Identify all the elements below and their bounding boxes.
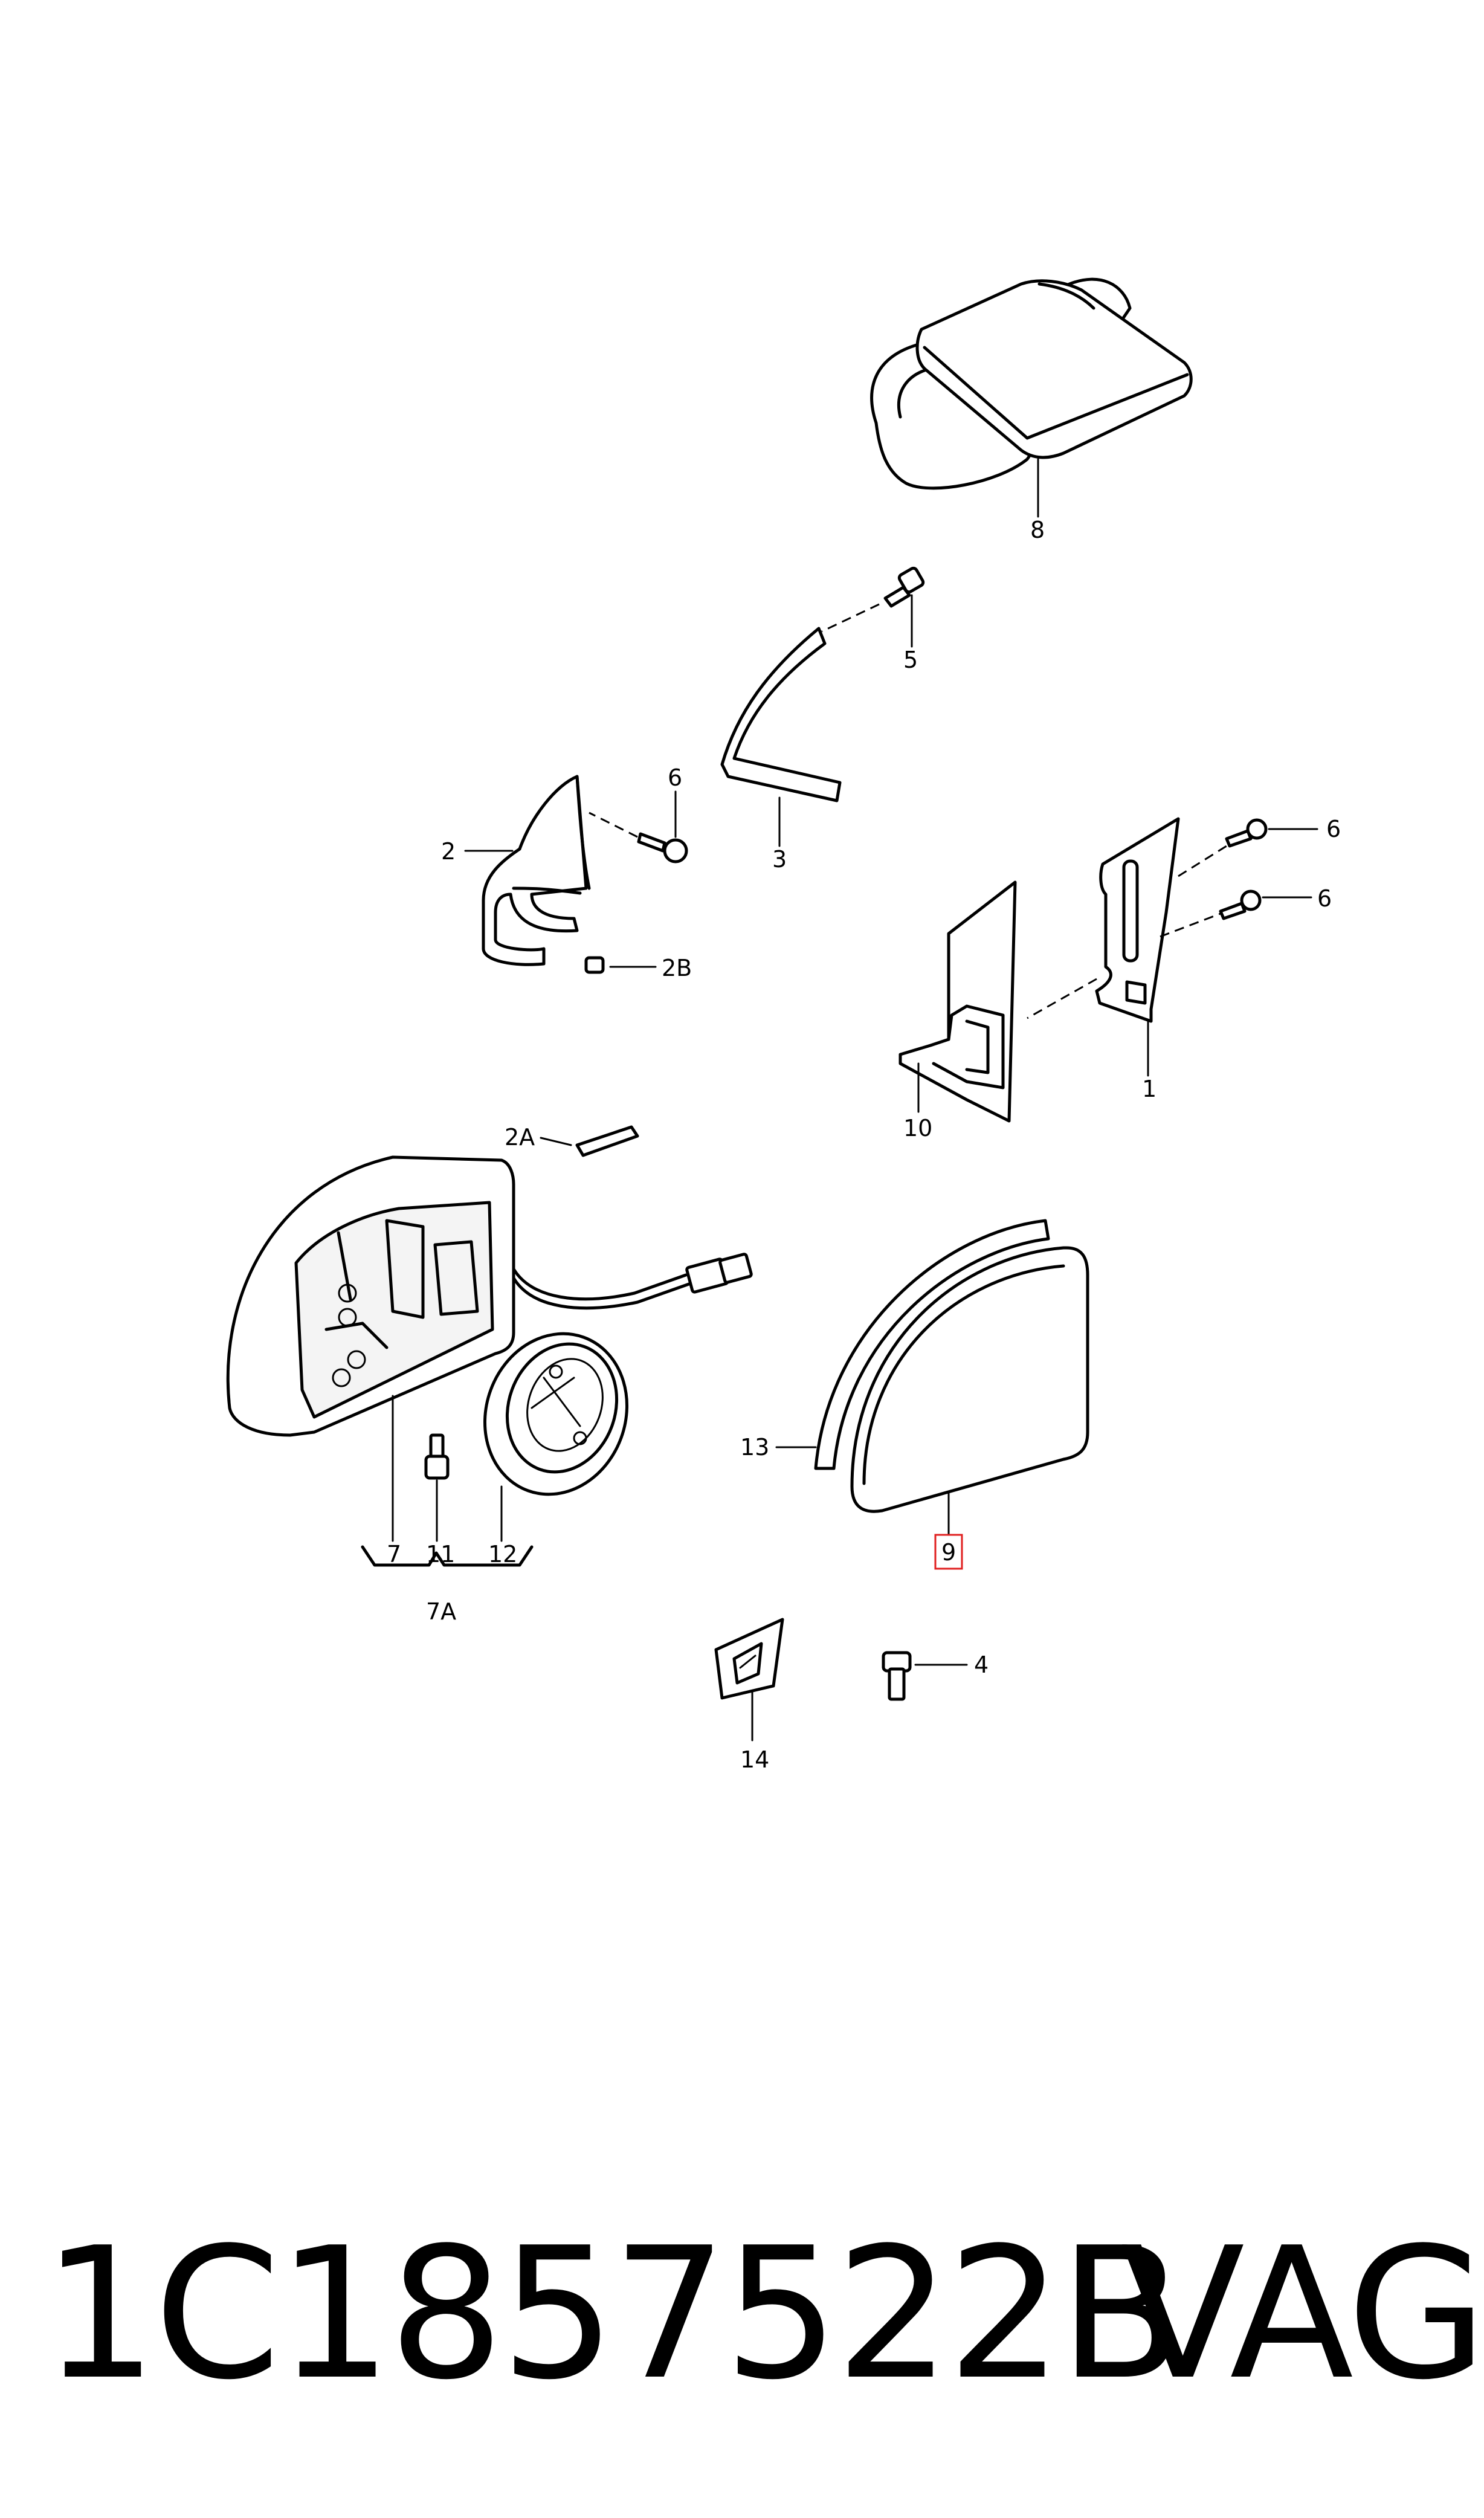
part-11-bolt [424, 1433, 450, 1542]
part-number: 1C1857522B [42, 2209, 1183, 2420]
callout-2b: 2B [662, 955, 692, 981]
callout-10: 10 [903, 1115, 932, 1141]
callout-6-right-lower: 6 [1317, 885, 1332, 912]
part-9-mirror-glass [850, 1246, 1089, 1570]
part-1-base-plate [1027, 817, 1227, 1077]
callout-6-right-upper: 6 [1326, 816, 1341, 842]
part-12-actuator [483, 1332, 629, 1542]
part-2-bracket [464, 775, 591, 966]
part-10-gasket [898, 880, 1017, 1123]
part-6-screw-right-lower [1219, 889, 1312, 920]
callout-8: 8 [1030, 517, 1045, 543]
callout-2a: 2A [505, 1124, 535, 1151]
callout-2: 2 [441, 838, 456, 865]
callout-4: 4 [974, 1651, 989, 1678]
part-3-seal [720, 627, 842, 847]
part-6-screw-right-upper [1225, 818, 1318, 848]
part-9-highlight-box [934, 1534, 963, 1570]
part-7-housing [226, 1155, 753, 1542]
callout-12: 12 [488, 1541, 517, 1567]
callout-7a: 7A [426, 1598, 456, 1625]
part-14-clip [714, 1618, 784, 1742]
group-7a-bracket [361, 1545, 534, 1567]
callout-9[interactable]: 9 [941, 1539, 956, 1566]
part-6-screw-left [589, 790, 688, 864]
callout-11: 11 [426, 1541, 455, 1567]
part-2b-screw [584, 956, 657, 974]
callout-14: 14 [740, 1746, 769, 1773]
brand-name: VAG [1121, 2209, 1484, 2420]
part-2a-sticker [540, 1125, 639, 1157]
part-4-bolt [882, 1651, 968, 1701]
callout-3: 3 [772, 846, 787, 873]
callout-6-left: 6 [668, 764, 682, 791]
part-13-edge-strip [775, 1219, 1050, 1470]
callout-5: 5 [903, 647, 918, 673]
part-5-screw [821, 566, 925, 648]
callout-13: 13 [740, 1434, 769, 1461]
callout-1: 1 [1142, 1076, 1157, 1102]
footer: 1C1857522B VAG [0, 2212, 1484, 2417]
callout-7: 7 [387, 1541, 401, 1567]
part-8-mirror-cover [870, 277, 1193, 518]
